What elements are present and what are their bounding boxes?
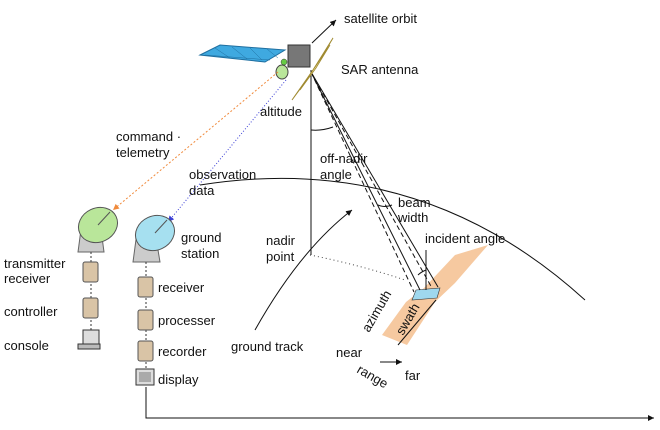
beam-line-dashed-2 <box>310 71 433 289</box>
satellite-bus <box>287 44 311 68</box>
receiver-module-icon <box>137 276 154 298</box>
label-beam-width: width <box>397 210 428 225</box>
label-receiver: receiver <box>158 280 205 295</box>
label-controller: controller <box>4 304 58 319</box>
label-ground-track: ground track <box>231 339 304 354</box>
label-console: console <box>4 338 49 353</box>
label-observation-data: data <box>189 183 215 198</box>
label-transmitter-receiver: receiver <box>4 271 51 286</box>
satellite <box>198 37 334 101</box>
beam-footprint <box>411 287 441 301</box>
label-nadir: nadir <box>266 233 296 248</box>
swath-measure <box>397 299 437 346</box>
left-module-2 <box>82 297 99 319</box>
label-far: far <box>405 368 421 383</box>
off-nadir-arc <box>310 126 334 131</box>
label-observation: observation <box>189 167 256 182</box>
label-incident-angle: incident angle <box>425 231 505 246</box>
label-ground-station: station <box>181 246 219 261</box>
processer-module-icon <box>137 309 154 331</box>
solar-panel <box>198 44 287 63</box>
label-processer: processer <box>158 313 216 328</box>
label-display: display <box>158 372 199 387</box>
satellite-dish <box>275 64 289 80</box>
observation-data-arrow <box>167 79 287 223</box>
left-module-1 <box>82 261 99 283</box>
orbit-arrow <box>311 19 337 44</box>
label-command: command · <box>116 129 181 144</box>
label-ground: ground <box>181 230 221 245</box>
incident-arc <box>417 269 427 276</box>
output-line <box>145 387 654 421</box>
display-monitor-icon <box>135 368 155 386</box>
label-near: near <box>336 345 363 360</box>
ground-track-curve <box>254 209 353 331</box>
beam-line-outer <box>310 71 439 288</box>
beam-line-dashed-1 <box>310 71 415 293</box>
label-transmitter: transmitter <box>4 256 66 271</box>
label-off-nadir-angle: angle <box>320 167 352 182</box>
label-telemetry: telemetry <box>116 145 170 160</box>
recorder-module-icon <box>137 340 154 362</box>
label-nadir-point: point <box>266 249 295 264</box>
ground-station-antenna <box>132 214 175 263</box>
console-computer-icon <box>77 329 101 350</box>
beam-line-center <box>310 71 421 291</box>
nadir-dotted-curve <box>309 254 406 281</box>
label-recorder: recorder <box>158 344 207 359</box>
label-beam: beam <box>398 195 431 210</box>
beam-width-arc <box>377 204 393 207</box>
label-range: range <box>355 362 391 392</box>
label-sar-antenna: SAR antenna <box>341 62 419 77</box>
label-off-nadir: off-nadir <box>320 151 368 166</box>
transmitter-antenna <box>77 206 118 253</box>
label-satellite-orbit: satellite orbit <box>344 11 417 26</box>
earth-curvature <box>199 177 586 301</box>
label-altitude: altitude <box>260 104 302 119</box>
